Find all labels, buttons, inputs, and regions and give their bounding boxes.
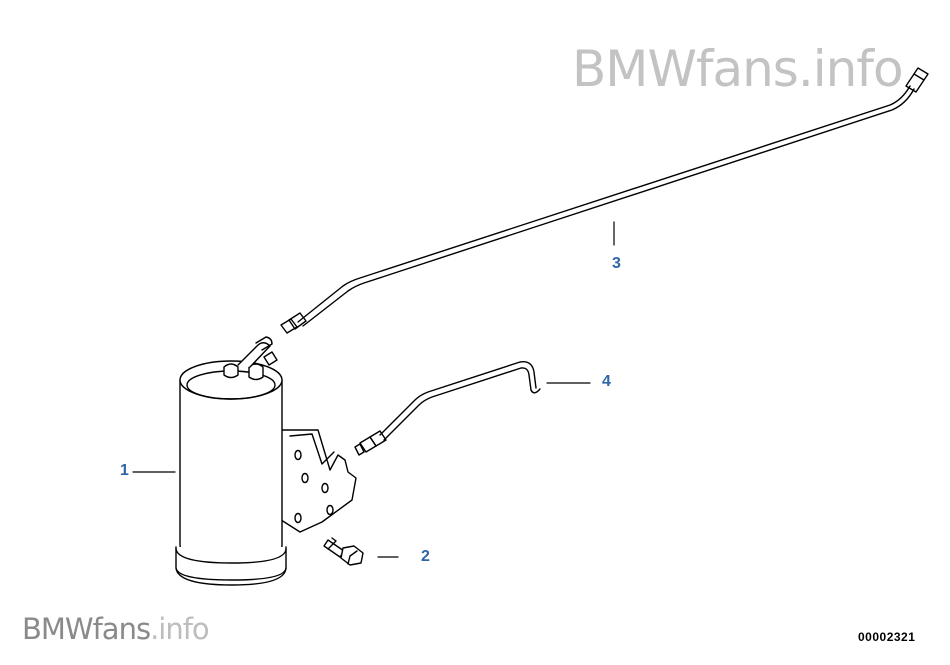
watermark-top-ext: .info bbox=[797, 40, 904, 98]
long-fuel-pipe bbox=[280, 67, 929, 334]
watermark-bottom: BMWfans.info bbox=[22, 612, 210, 646]
watermark-bottom-brand: BMWfans bbox=[22, 612, 151, 646]
callout-3[interactable]: 3 bbox=[612, 255, 621, 272]
callout-1[interactable]: 1 bbox=[120, 462, 129, 479]
leader-lines bbox=[132, 221, 615, 558]
callout-4[interactable]: 4 bbox=[602, 373, 611, 390]
watermark-top-brand: BMWfans bbox=[572, 40, 799, 98]
hex-bolt bbox=[323, 537, 364, 566]
short-fuel-pipe bbox=[354, 361, 541, 456]
watermark-top: BMWfans.info bbox=[572, 40, 904, 98]
activated-charcoal-canister bbox=[175, 336, 357, 586]
diagram-reference-number: 00002321 bbox=[858, 630, 916, 644]
watermark-bottom-ext: .info bbox=[150, 612, 210, 646]
callout-2[interactable]: 2 bbox=[421, 548, 430, 565]
